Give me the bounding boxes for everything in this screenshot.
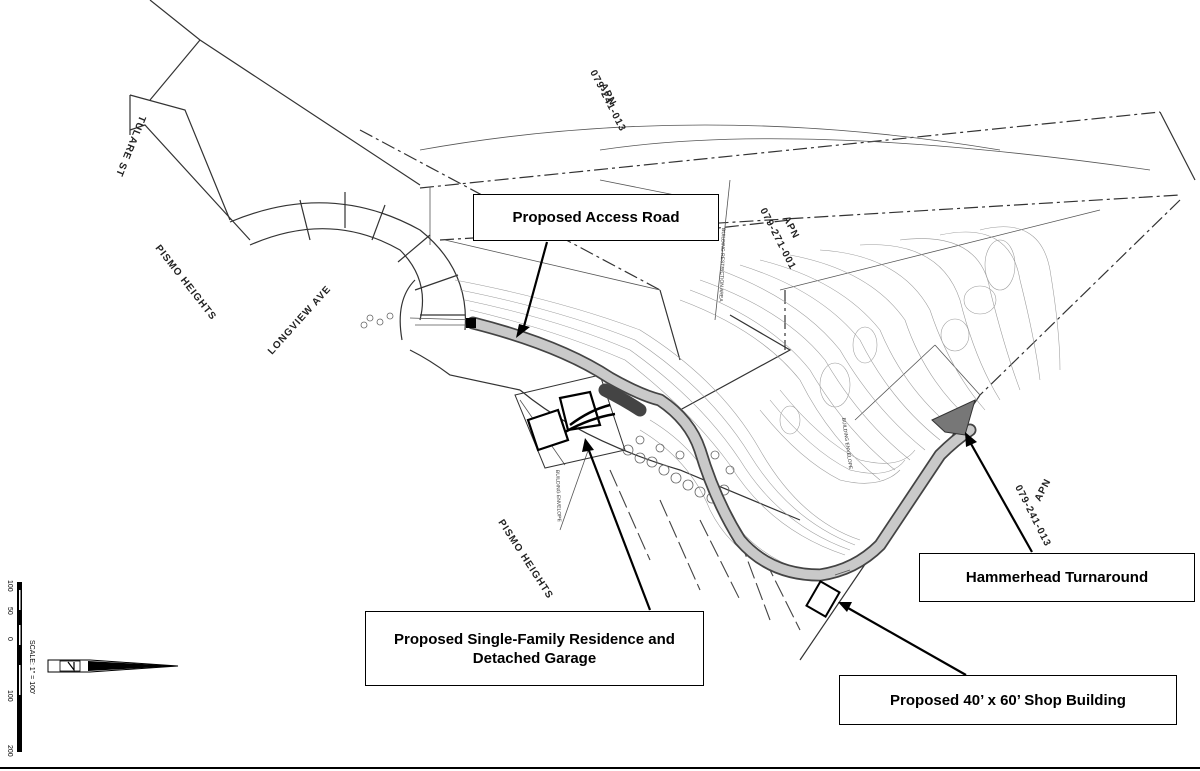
contour-lines bbox=[454, 226, 1061, 579]
restriction-area-label: BUILDING RESTRICTION AREA bbox=[717, 228, 726, 302]
scale-tick-100-a: 100 bbox=[6, 580, 13, 592]
residence-and-garage bbox=[514, 374, 626, 469]
building-envelope-label-2: BUILDING ENVELOPE bbox=[840, 417, 853, 470]
lower-lots bbox=[519, 389, 801, 631]
shop-callout-text: Proposed 40’ x 60’ Shop Building bbox=[890, 691, 1126, 709]
apn-top-label-2: 079-241-013 bbox=[587, 68, 628, 133]
callout-arrows bbox=[516, 241, 1033, 676]
scale-bar: 100 50 0 100 200 SCALE: 1" = 100' bbox=[6, 580, 35, 757]
apn-right-label-1: APN bbox=[1033, 477, 1054, 503]
pismo-heights-bottom-label: PISMO HEIGHTS bbox=[495, 518, 555, 602]
trees bbox=[360, 312, 735, 504]
cul-de-sac-lots bbox=[229, 192, 521, 391]
scale-tick-50: 50 bbox=[6, 607, 13, 615]
access-road bbox=[466, 316, 977, 582]
residence-callout: Proposed Single-Family Residence and Det… bbox=[365, 611, 704, 686]
building-envelope-label-1: BUILDING ENVELOPE bbox=[554, 470, 562, 523]
scale-label: SCALE: 1" = 100' bbox=[28, 640, 35, 694]
parcel-boundaries bbox=[129, 0, 1196, 661]
shop-building bbox=[805, 569, 851, 618]
access-road-callout-text: Proposed Access Road bbox=[512, 209, 680, 226]
pismo-heights-top-label: PISMO HEIGHTS bbox=[153, 243, 219, 323]
north-arrow-icon bbox=[47, 659, 179, 673]
scale-tick-0: 0 bbox=[6, 637, 13, 641]
shop-callout: Proposed 40’ x 60’ Shop Building bbox=[839, 675, 1177, 725]
access-road-callout: Proposed Access Road bbox=[473, 194, 719, 241]
residence-callout-line-2: Detached Garage bbox=[472, 649, 597, 667]
longview-ave-label: LONGVIEW AVE bbox=[266, 284, 334, 357]
scale-tick-100-b: 100 bbox=[6, 690, 13, 702]
hammerhead-callout: Hammerhead Turnaround bbox=[919, 553, 1195, 602]
hammerhead-callout-text: Hammerhead Turnaround bbox=[965, 569, 1149, 586]
hammerhead-turnaround bbox=[931, 399, 976, 436]
residence-callout-line-1: Proposed Single-Family Residence and bbox=[394, 630, 675, 648]
map-labels: APN 079-241-013 APN 079-271-001 APN 079-… bbox=[113, 68, 1054, 601]
scale-tick-200: 200 bbox=[6, 745, 13, 757]
